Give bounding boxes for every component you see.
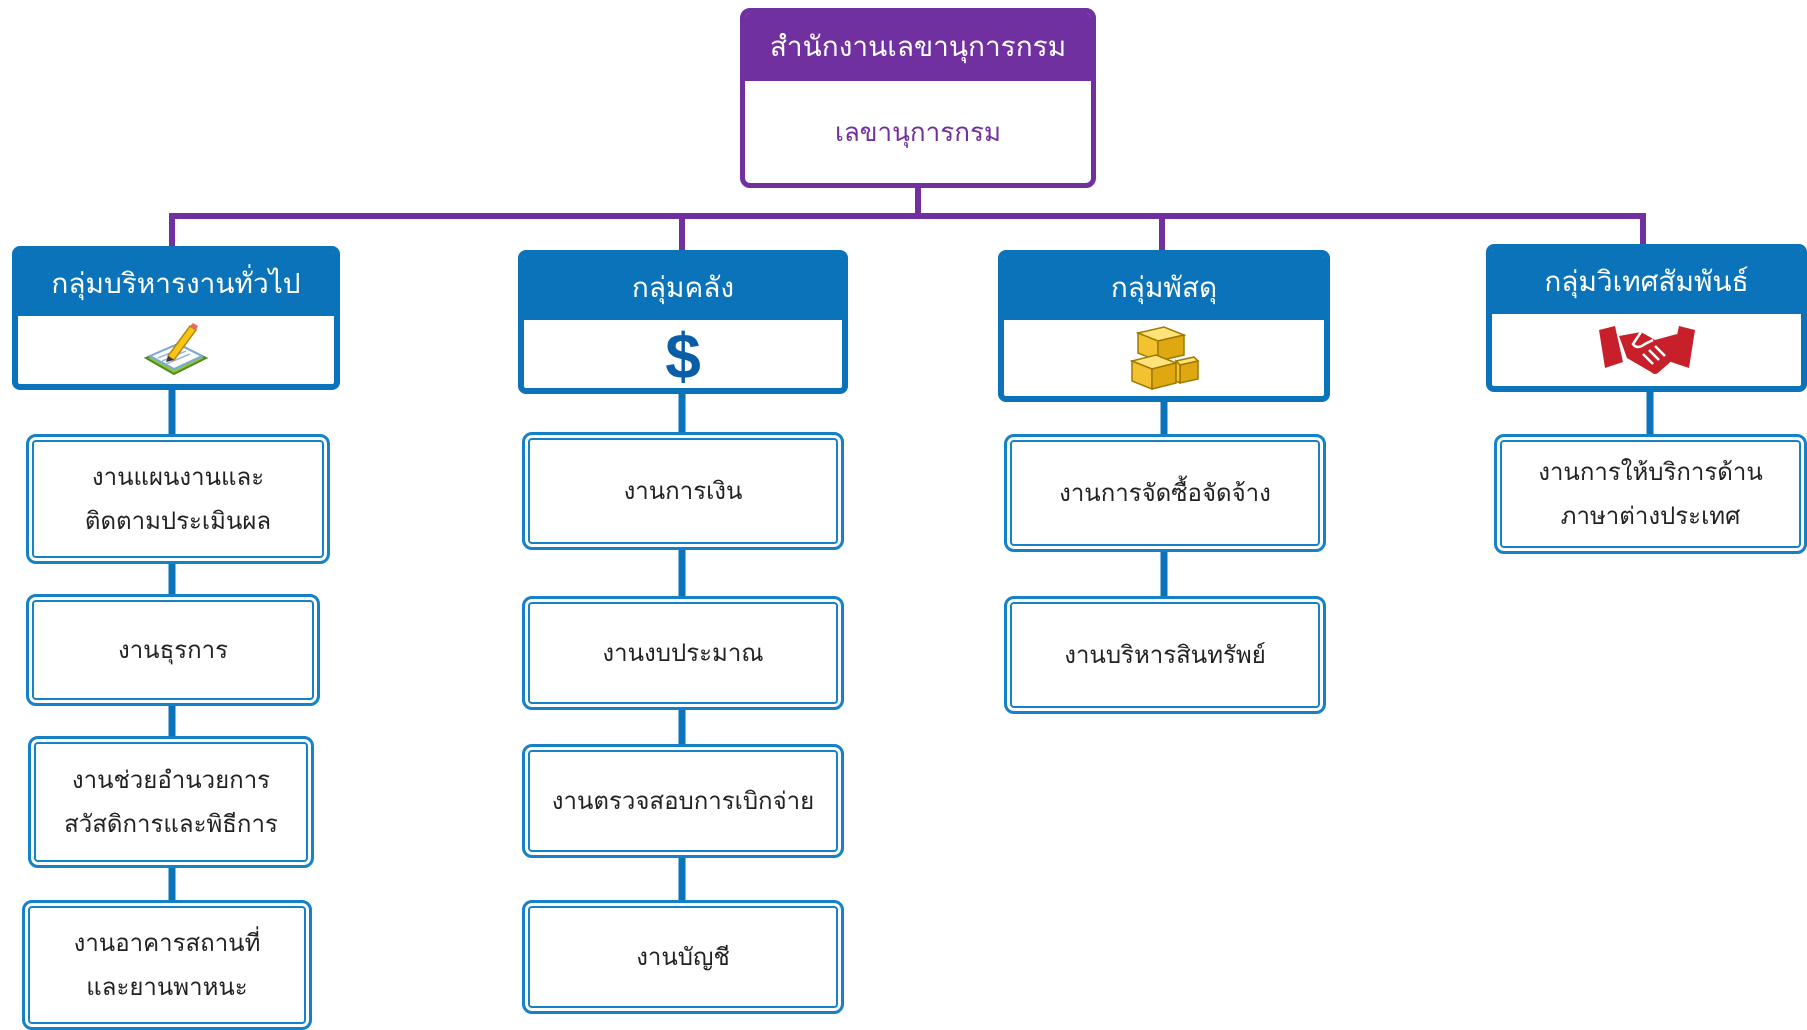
- task-box: งานช่วยอำนวยการ สวัสดิการและพิธีการ: [28, 736, 314, 868]
- task-box: งานการให้บริการด้าน ภาษาต่างประเทศ: [1494, 434, 1807, 554]
- task-box: งานธุรการ: [26, 594, 320, 706]
- group-supplies: กลุ่มพัสดุ: [998, 250, 1330, 402]
- task-label: งานการเงิน: [623, 477, 743, 505]
- group-foreign-affairs: กลุ่มวิเทศสัมพันธ์: [1486, 244, 1807, 392]
- group-finance: กลุ่มคลัง $: [518, 250, 848, 394]
- task-label: งานช่วยอำนวยการ: [71, 766, 271, 794]
- task-box: งานการจัดซื้อจัดจ้าง: [1004, 434, 1326, 552]
- notebook-pencil-icon: [143, 323, 209, 376]
- task-label: งานบัญชี: [636, 943, 730, 971]
- task-box: งานอาคารสถานที่ และยานพาหนะ: [22, 900, 312, 1030]
- task-label: งานงบประมาณ: [602, 639, 764, 667]
- task-box: งานบัญชี: [522, 900, 844, 1014]
- task-label: สวัสดิการและพิธีการ: [64, 810, 278, 838]
- task-box: งานการเงิน: [522, 432, 844, 550]
- group-title: กลุ่มบริหารงานทั่วไป: [18, 252, 334, 316]
- task-label: ภาษาต่างประเทศ: [1560, 502, 1741, 530]
- task-label: งานแผนงานและ: [91, 463, 265, 491]
- svg-text:$: $: [665, 322, 701, 386]
- dollar-sign-icon: $: [665, 322, 701, 386]
- task-label: งานอาคารสถานที่: [73, 929, 261, 957]
- group-title: กลุ่มวิเทศสัมพันธ์: [1492, 250, 1801, 314]
- task-box: งานงบประมาณ: [522, 596, 844, 710]
- task-label: และยานพาหนะ: [86, 973, 248, 1001]
- root-unit-box: สำนักงานเลขานุการกรม เลขานุการกรม: [740, 8, 1096, 188]
- root-unit-title: สำนักงานเลขานุการกรม: [745, 13, 1091, 81]
- group-title: กลุ่มคลัง: [524, 256, 842, 320]
- task-box: งานบริหารสินทรัพย์: [1004, 596, 1326, 714]
- group-title: กลุ่มพัสดุ: [1004, 256, 1324, 320]
- task-label: งานการให้บริการด้าน: [1538, 458, 1763, 486]
- task-label: งานการจัดซื้อจัดจ้าง: [1059, 479, 1271, 507]
- boxes-icon: [1129, 326, 1200, 391]
- task-label: งานบริหารสินทรัพย์: [1064, 641, 1266, 669]
- task-box: งานแผนงานและ ติดตามประเมินผล: [26, 434, 330, 564]
- task-box: งานตรวจสอบการเบิกจ่าย: [522, 744, 844, 858]
- task-label: งานธุรการ: [117, 636, 229, 664]
- root-unit-subtitle: เลขานุการกรม: [834, 117, 1002, 148]
- group-general-admin: กลุ่มบริหารงานทั่วไป: [12, 246, 340, 390]
- task-label: งานตรวจสอบการเบิกจ่าย: [551, 787, 815, 815]
- handshake-icon: [1598, 326, 1695, 374]
- task-label: ติดตามประเมินผล: [84, 507, 272, 535]
